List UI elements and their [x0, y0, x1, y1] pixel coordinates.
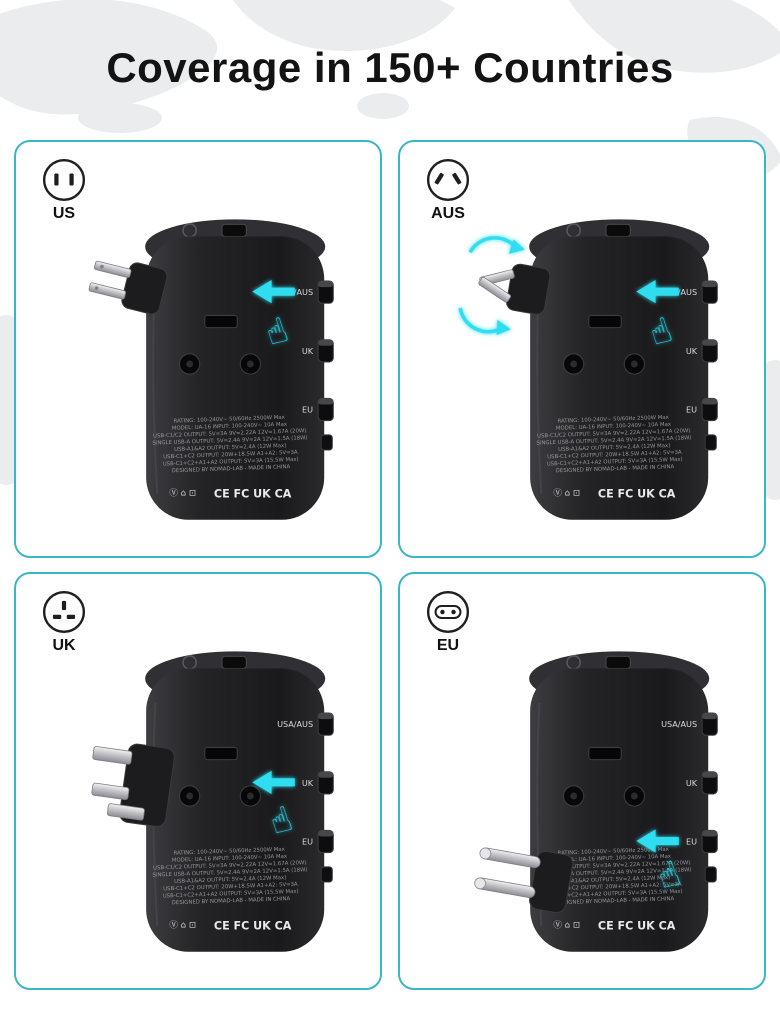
panel-eu: EU ☝: [398, 572, 766, 990]
aus-plug: [458, 236, 551, 335]
eu-plug: [474, 847, 574, 914]
panel-uk: UK ☝: [14, 572, 382, 990]
uk-plug: [91, 743, 175, 827]
panel-aus: AUS ☝: [398, 140, 766, 558]
eu-label: EU: [436, 637, 460, 654]
aus-label: AUS: [431, 205, 465, 222]
us-socket-icon: [42, 158, 86, 202]
page-title: Coverage in 150+ Countries: [106, 44, 674, 91]
uk-label: UK: [52, 637, 76, 654]
panel-us: US ☝: [14, 140, 382, 558]
eu-adapter-photo: ☝: [474, 624, 756, 968]
aus-socket-badge: AUS: [418, 156, 478, 223]
us-socket-badge: US: [34, 156, 94, 223]
us-plug: [88, 260, 168, 315]
eu-socket-badge: EU: [418, 588, 478, 655]
aus-socket-icon: [426, 158, 470, 202]
uk-adapter-photo: ☝: [91, 624, 372, 968]
uk-socket-badge: UK: [34, 588, 94, 655]
aus-adapter-photo: ☝: [458, 192, 756, 536]
rotate-arrows-icon: [458, 236, 525, 335]
us-adapter-photo: ☝: [88, 192, 372, 536]
eu-socket-icon: [426, 590, 470, 634]
us-label: US: [52, 205, 76, 222]
uk-socket-icon: [42, 590, 86, 634]
